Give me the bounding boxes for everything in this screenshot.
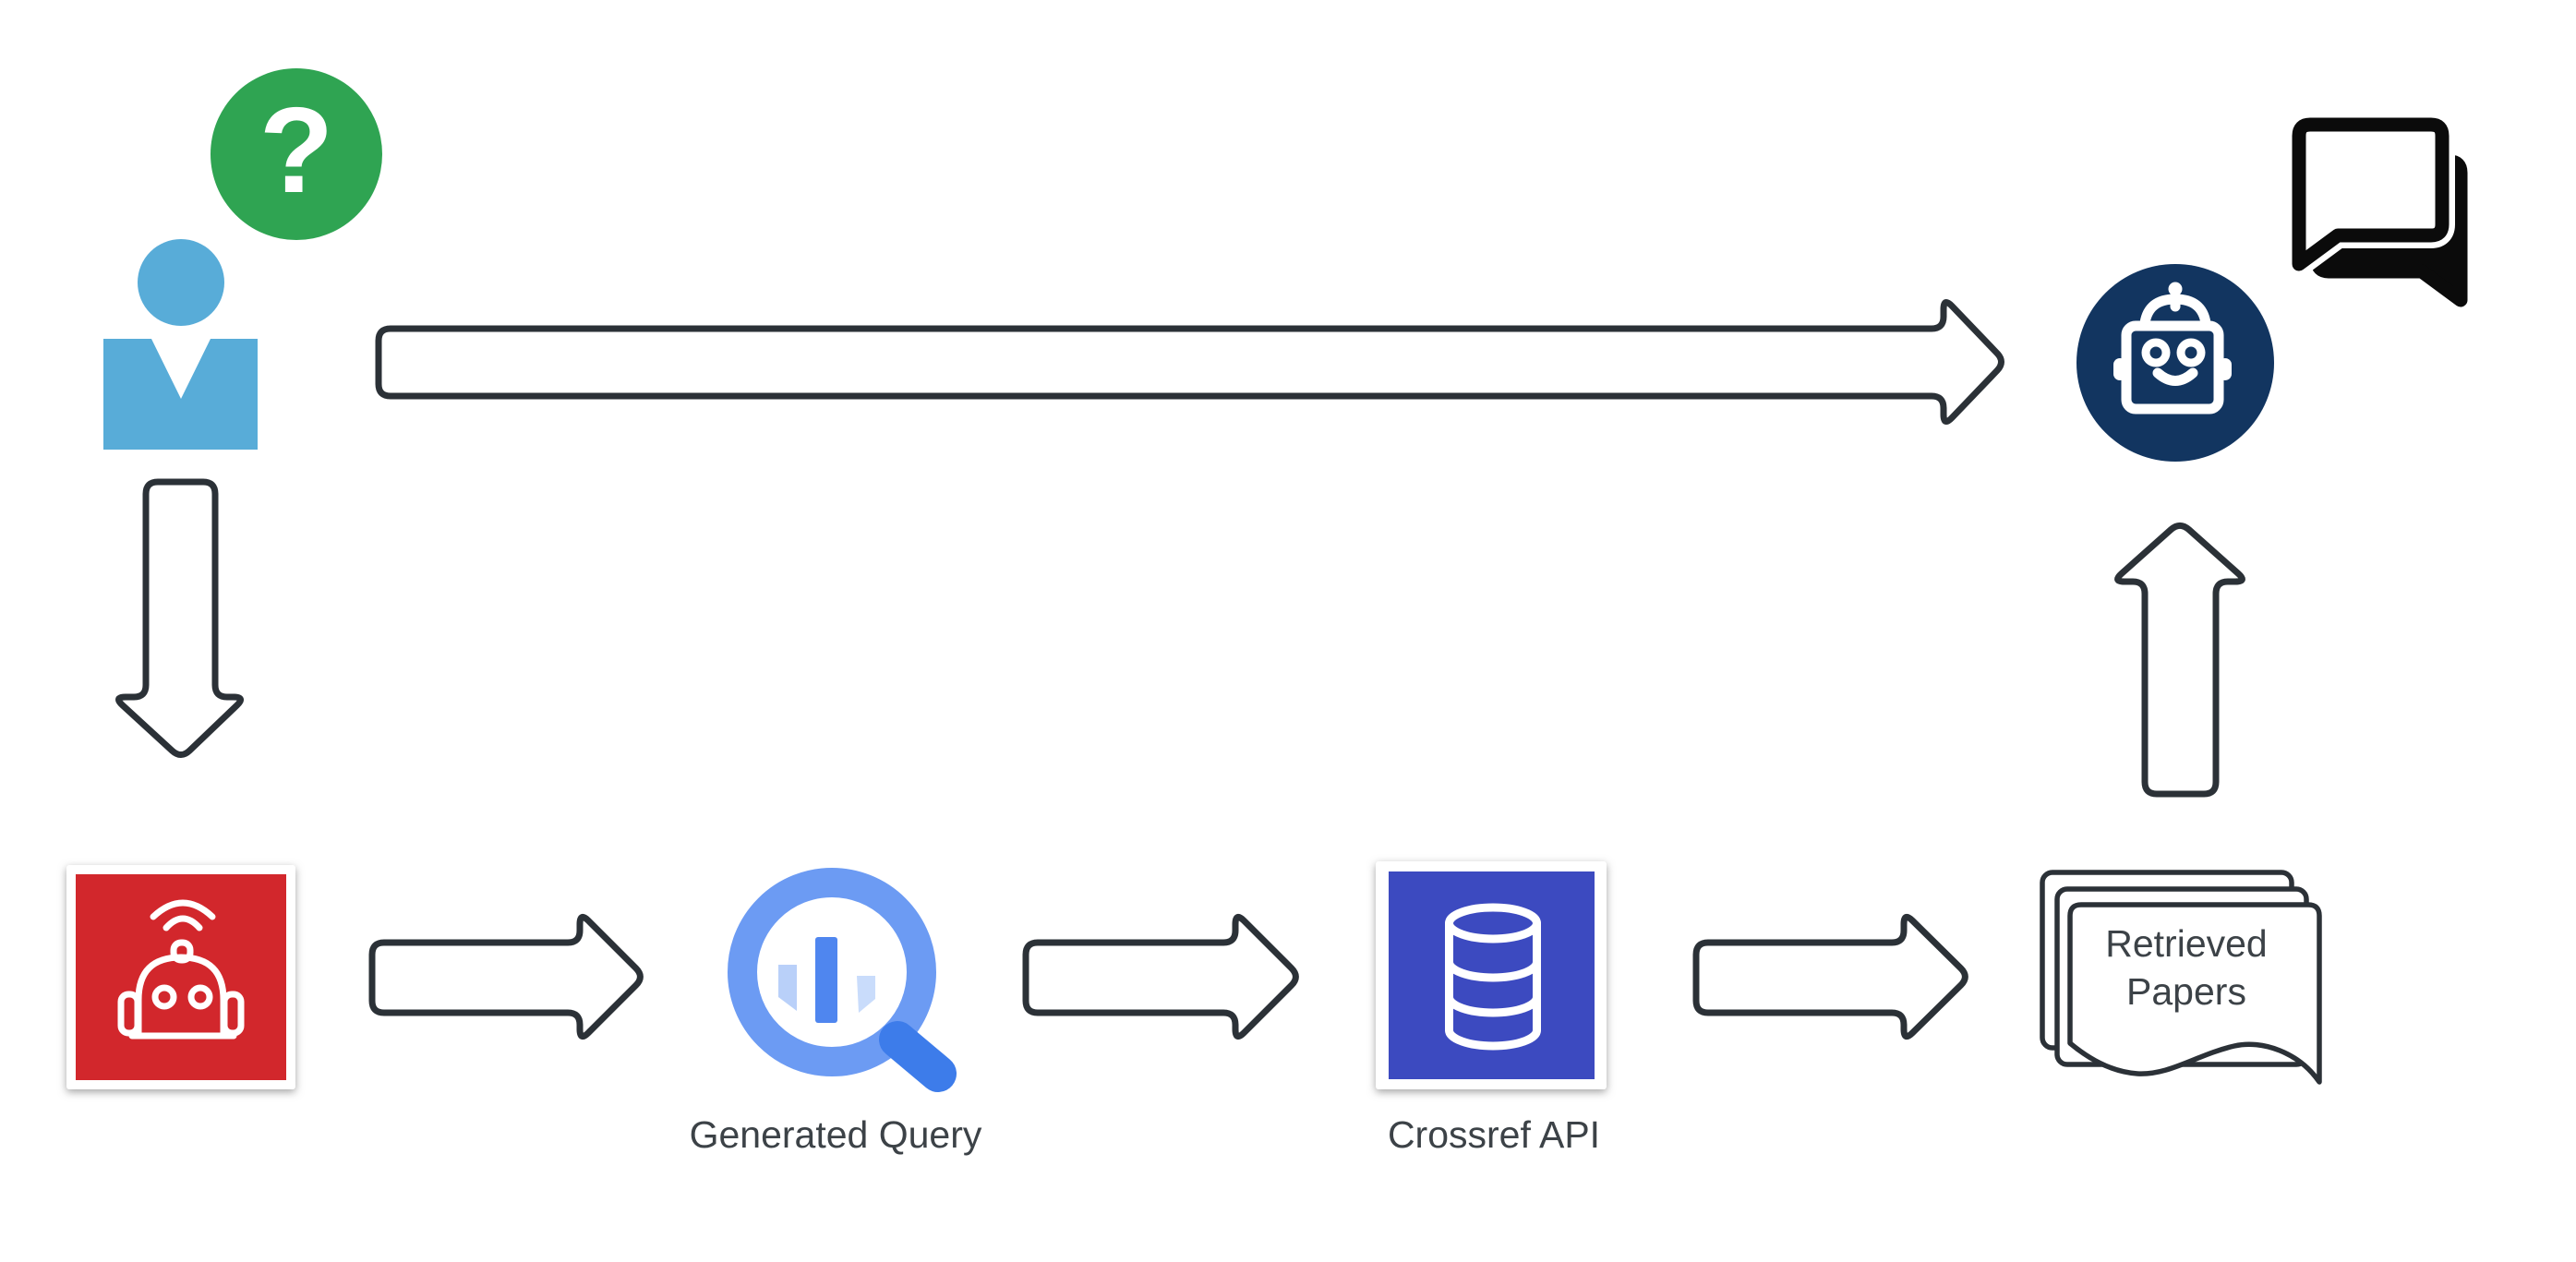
robot-head-icon (76, 874, 286, 1080)
crossref-api-label: Crossref API (1387, 1113, 1601, 1156)
arrow-user-to-answer-bot (375, 299, 2004, 425)
search-bar-chart-icon (728, 868, 957, 1092)
generated-query-label: Generated Query (689, 1113, 982, 1156)
arrow-query-bot-to-generated-query (368, 913, 644, 1040)
question-mark-icon: ? (211, 68, 382, 240)
question-mark-glyph: ? (259, 82, 334, 218)
speech-bubbles-icon (2286, 112, 2468, 307)
stacked-papers-icon (2040, 870, 2322, 1085)
chat-bot-face (2113, 282, 2232, 415)
arrow-generated-query-to-crossref (1022, 913, 1299, 1040)
arrow-crossref-to-papers (1692, 913, 1968, 1040)
query-bot-tile (66, 865, 295, 1089)
arrow-papers-to-answer-bot (2114, 522, 2245, 798)
crossref-api-tile (1376, 861, 1607, 1089)
chat-bot-icon (2076, 264, 2274, 462)
retrieved-papers-label: Retrieved Papers (2105, 922, 2268, 1014)
person-icon (103, 239, 258, 450)
database-icon (1388, 871, 1595, 1079)
arrow-user-to-query-bot (115, 478, 244, 759)
